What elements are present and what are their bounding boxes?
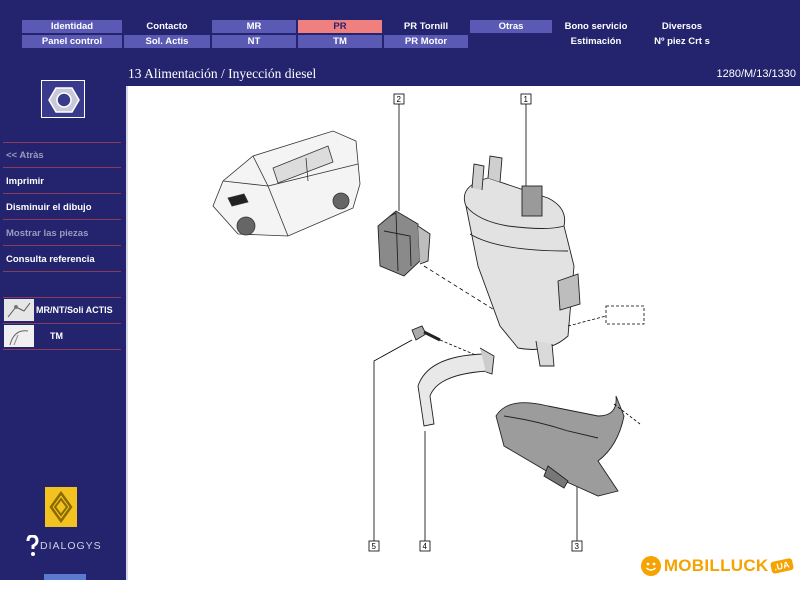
tab-sol-actis[interactable]: Sol. Actis xyxy=(124,35,210,48)
tab-pr-tornill[interactable]: PR Tornill xyxy=(384,20,468,33)
callout-2: 2 xyxy=(393,93,405,211)
sidebar-separator xyxy=(3,245,121,246)
hexagon-nut-icon xyxy=(48,87,80,113)
sidebar-separator xyxy=(3,323,121,324)
callout-label: 5 xyxy=(372,542,377,551)
page-reference: 1280/M/13/1330 xyxy=(716,68,796,80)
vehicle-illustration xyxy=(212,130,361,237)
app-window: Identidad Contacto MR PR PR Tornill Otra… xyxy=(0,0,800,580)
tab-panel-control[interactable]: Panel control xyxy=(22,35,122,48)
renault-diamond-icon xyxy=(49,490,73,524)
renault-logo xyxy=(45,487,77,527)
callout-3: 3 xyxy=(571,486,583,552)
watermark: MOBILLUCK .UA xyxy=(640,553,794,579)
tab-contacto[interactable]: Contacto xyxy=(124,20,210,33)
sidebar-item-imprimir[interactable]: Imprimir xyxy=(6,176,45,187)
status-strip xyxy=(0,580,800,598)
tab-mr[interactable]: MR xyxy=(212,20,296,33)
sidebar-item-mostrar-piezas[interactable]: Mostrar las piezas xyxy=(6,228,89,239)
sidebar-separator xyxy=(3,142,121,143)
hexagon-nut-button[interactable] xyxy=(41,80,85,118)
page-title: 13 Alimentación / Inyección diesel xyxy=(128,66,317,81)
thumbnail-label[interactable]: TM xyxy=(50,331,63,341)
sidebar-separator xyxy=(3,219,121,220)
drawing-thumbnail-icon xyxy=(4,325,34,347)
part-bolt xyxy=(411,325,441,342)
thumbnail-mr-nt-actis[interactable] xyxy=(4,299,34,321)
callout-label: 1 xyxy=(524,95,529,104)
question-mark-icon xyxy=(26,535,39,556)
sidebar-item-consulta-referencia[interactable]: Consulta referencia xyxy=(6,254,95,265)
callout-4: 4 xyxy=(419,431,431,552)
tab-num-piezas[interactable]: Nº piez Crt s xyxy=(640,35,724,48)
smiley-icon xyxy=(640,556,661,576)
part-clamp-strap xyxy=(417,347,495,427)
dialogys-logo: DIALOGYS xyxy=(25,535,105,557)
tab-bono-servicio[interactable]: Bono servicio xyxy=(554,20,638,33)
tab-identidad[interactable]: Identidad xyxy=(22,20,122,33)
callout-label: 3 xyxy=(575,542,580,551)
tab-pr-motor[interactable]: PR Motor xyxy=(384,35,468,48)
watermark-text: MOBILLUCK xyxy=(663,556,769,575)
sidebar-item-disminuir-dibujo[interactable]: Disminuir el dibujo xyxy=(6,202,92,213)
parts-drawing[interactable]: 2 1 5 4 3 xyxy=(126,86,800,580)
thumbnail-label[interactable]: MR/NT/Soli ACTIS xyxy=(36,305,113,315)
tab-otras[interactable]: Otras xyxy=(470,20,552,33)
part-fuel-filter xyxy=(463,155,581,367)
part-sensor-connector xyxy=(377,210,431,277)
tab-tm[interactable]: TM xyxy=(298,35,382,48)
reference-box xyxy=(605,305,645,325)
thumbnail-tm[interactable] xyxy=(4,325,34,347)
sidebar-separator xyxy=(3,167,121,168)
exploded-view-drawing: 2 1 5 4 3 xyxy=(212,93,645,552)
tab-empty xyxy=(470,35,552,48)
sidebar-separator xyxy=(3,193,121,194)
dialogys-text: DIALOGYS xyxy=(40,540,102,552)
sidebar-separator xyxy=(3,297,121,298)
drawing-thumbnail-icon xyxy=(4,299,34,321)
sidebar-bottom-tab[interactable] xyxy=(44,574,86,580)
sidebar-separator xyxy=(3,349,121,350)
sidebar-item-atras[interactable]: << Atràs xyxy=(6,150,44,161)
part-shield-bracket xyxy=(495,395,625,497)
callout-label: 4 xyxy=(423,542,428,551)
tab-estimacion[interactable]: Estimación xyxy=(554,35,638,48)
callout-5: 5 xyxy=(368,339,413,552)
callout-label: 2 xyxy=(397,95,402,104)
tab-diversos[interactable]: Diversos xyxy=(640,20,724,33)
watermark-badge: .UA xyxy=(769,557,794,575)
sidebar-separator xyxy=(3,271,121,272)
tab-pr[interactable]: PR xyxy=(298,20,382,33)
tab-nt[interactable]: NT xyxy=(212,35,296,48)
